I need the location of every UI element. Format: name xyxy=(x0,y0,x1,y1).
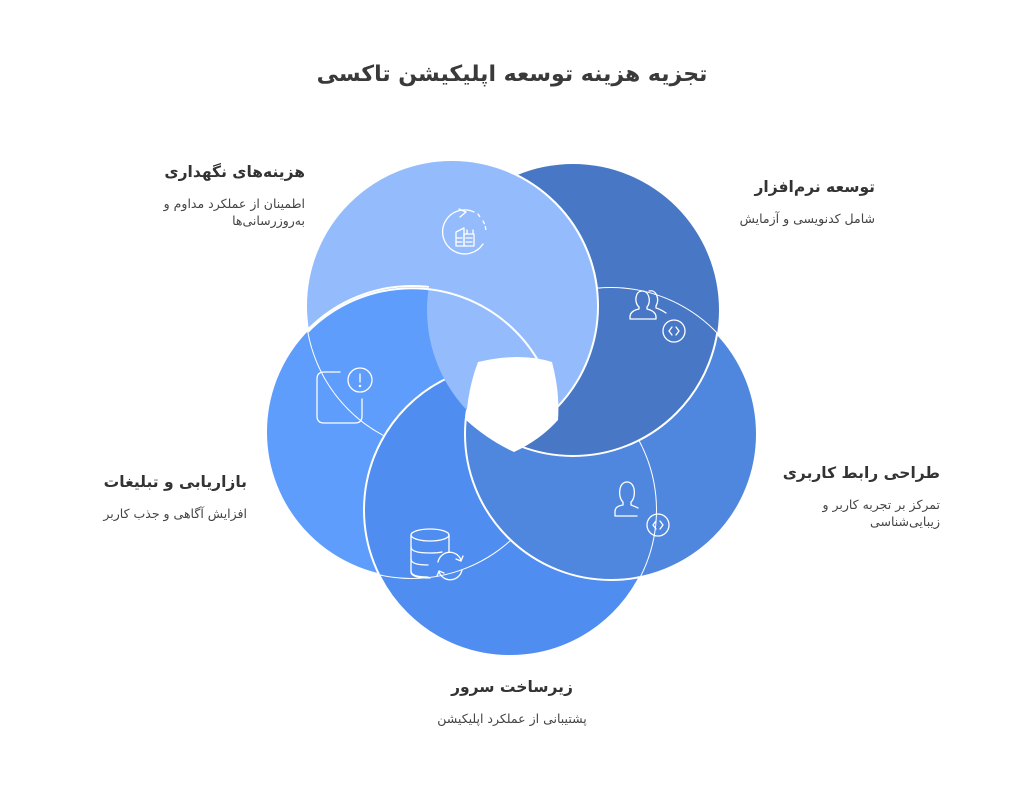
heading-ui-design: طراحی رابط کاربری xyxy=(782,464,940,482)
description-marketing: افزایش آگاهی و جذب کاربر xyxy=(103,506,247,521)
heading-server: زیرساخت سرور xyxy=(451,678,573,696)
label-server: زیرساخت سرور پشتیبانی از عملکرد اپلیکیشن xyxy=(400,678,624,727)
description-ui-design: تمرکز بر تجربه کاربر و زیبایی‌شناسی xyxy=(822,497,940,529)
label-maintenance: هزینه‌های نگهداری اطمینان از عملکرد مداو… xyxy=(120,163,305,229)
user-code-icon xyxy=(614,481,670,537)
heading-software: توسعه نرم‌افزار xyxy=(754,178,876,196)
heading-marketing: بازاریابی و تبلیغات xyxy=(103,473,247,491)
description-server: پشتیبانی از عملکرد اپلیکیشن xyxy=(437,711,587,726)
description-maintenance: اطمینان از عملکرد مداوم و به‌روزرسانی‌ها xyxy=(163,196,305,228)
heading-maintenance: هزینه‌های نگهداری xyxy=(164,163,305,181)
database-sync-icon xyxy=(410,528,464,581)
description-software: شامل کدنویسی و آزمایش xyxy=(739,211,875,226)
users-code-icon xyxy=(629,290,686,343)
label-software: توسعه نرم‌افزار شامل کدنویسی و آزمایش xyxy=(715,178,875,227)
building-refresh-icon xyxy=(442,208,487,255)
diagram-title: تجزیه هزینه توسعه اپلیکیشن تاکسی xyxy=(316,62,708,87)
label-ui-design: طراحی رابط کاربری تمرکز بر تجربه کاربر و… xyxy=(765,464,940,530)
label-marketing: بازاریابی و تبلیغات افزایش آگاهی و جذب ک… xyxy=(75,473,247,522)
alert-square-icon xyxy=(316,367,373,424)
